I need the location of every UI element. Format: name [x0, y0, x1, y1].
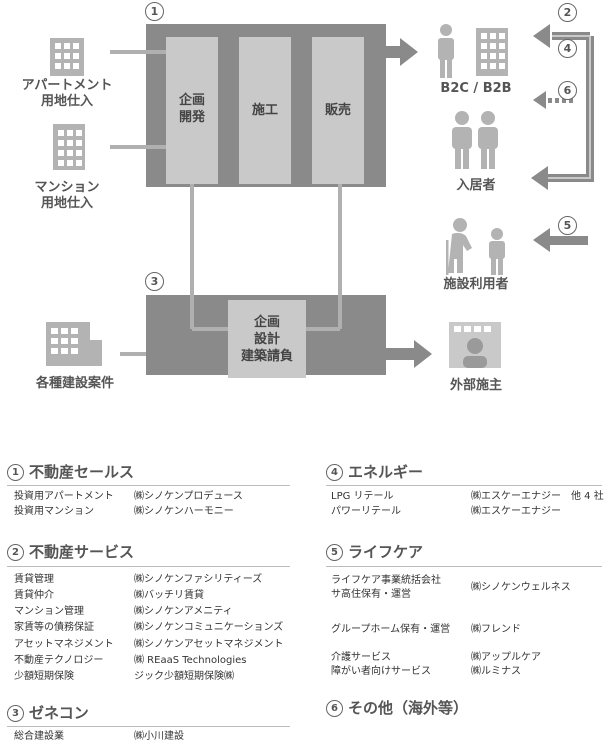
- divider: [7, 726, 290, 727]
- facility-users-icon: [446, 218, 505, 275]
- business-name: アセットマネジメント: [14, 639, 114, 650]
- marker-3: 3: [145, 272, 164, 291]
- divider: [326, 485, 602, 486]
- business-name: 不動産テクノロジー: [14, 655, 104, 666]
- company-name: ㈱アップルケア: [471, 652, 541, 663]
- business-name: サ高住保有・運営: [331, 589, 411, 600]
- marker-5: 5: [558, 216, 577, 235]
- person-icon: [438, 24, 454, 78]
- build-stage-label: 施工: [251, 103, 278, 118]
- company-name: ㈱エスケーエナジー: [471, 506, 561, 517]
- business-name: 障がい者向けサービス: [331, 666, 431, 677]
- business-name: 投資用マンション: [14, 506, 94, 517]
- business-name: パワーリテール: [331, 506, 401, 517]
- company-name: ㈱シノケンハーモニー: [134, 506, 234, 517]
- business-name: 少額短期保険: [14, 671, 74, 682]
- company-name: ㈱エスケーエナジー 他 4 社: [471, 491, 604, 502]
- office-building-icon: [476, 28, 508, 76]
- marker-6: 6: [558, 81, 577, 100]
- residents-label: 入居者: [456, 178, 496, 193]
- company-name: ㈱小川建設: [134, 731, 184, 742]
- company-name: ㈱シノケンアセットマネジメント: [134, 639, 284, 650]
- right-bracket-arrows: [531, 24, 594, 252]
- planning-stage-box: [166, 37, 218, 184]
- business-name: 総合建設業: [14, 731, 64, 742]
- apartment-land-label: アパートメント用地仕入: [21, 78, 113, 109]
- company-name: ㈱シノケンプロデュース: [134, 491, 243, 502]
- company-name: ㈱ルミナス: [471, 666, 521, 677]
- business-name: グループホーム保有・運営: [331, 624, 451, 635]
- build-stage-box: [239, 37, 291, 184]
- output-arrows: [386, 38, 432, 368]
- facility-users-label: 施設利用者: [443, 277, 509, 292]
- planning-stage-label: 企画開発: [178, 93, 205, 125]
- external-client-label: 外部施主: [449, 378, 502, 393]
- client-building-icon: [449, 322, 501, 368]
- business-name: 賃貸管理: [14, 574, 54, 585]
- business-name: 介護サービス: [331, 652, 391, 663]
- company-name: ㈱シノケンウェルネス: [471, 582, 571, 593]
- business-name: マンション管理: [14, 606, 84, 617]
- sales-stage-label: 販売: [324, 103, 351, 118]
- company-name: ㈱バッチリ賃貸: [134, 590, 204, 601]
- business-name: ライフケア事業統括会社: [331, 575, 441, 586]
- business-name: 家賃等の債務保証: [14, 622, 94, 633]
- marker-1: 1: [145, 2, 164, 21]
- construction-project-building-icon: [46, 322, 102, 366]
- divider: [7, 566, 290, 567]
- b2c-b2b-label: B2C / B2B: [440, 81, 512, 96]
- business-name: LPG リテール: [331, 491, 394, 502]
- business-name: 投資用アパートメント: [14, 491, 114, 502]
- company-name: ㈱フレンド: [471, 624, 521, 635]
- mansion-building-icon: [53, 124, 85, 170]
- company-name: ㈱ REaaS Technologies: [134, 655, 247, 666]
- marker-2: 2: [558, 3, 577, 22]
- company-name: ㈱シノケンファシリティーズ: [134, 574, 263, 585]
- apartment-building-icon: [50, 38, 84, 76]
- design-stage-label: 企画設計建築請負: [240, 315, 293, 364]
- divider: [7, 485, 290, 486]
- company-name: ジック少額短期保険㈱: [134, 671, 234, 682]
- design-stage-box: [228, 300, 306, 378]
- company-name: ㈱シノケンコミュニケーションズ: [134, 622, 284, 633]
- mansion-land-label: マンション用地仕入: [34, 180, 100, 211]
- sales-stage-box: [312, 37, 364, 184]
- business-name: 賃貸仲介: [14, 590, 54, 601]
- company-name: ㈱シノケンアメニティ: [134, 606, 233, 617]
- business-flow-diagram: [46, 24, 594, 378]
- marker-4: 4: [558, 39, 577, 58]
- residents-icon: [452, 111, 498, 169]
- construction-projects-label: 各種建設案件: [35, 376, 114, 391]
- divider: [326, 566, 602, 567]
